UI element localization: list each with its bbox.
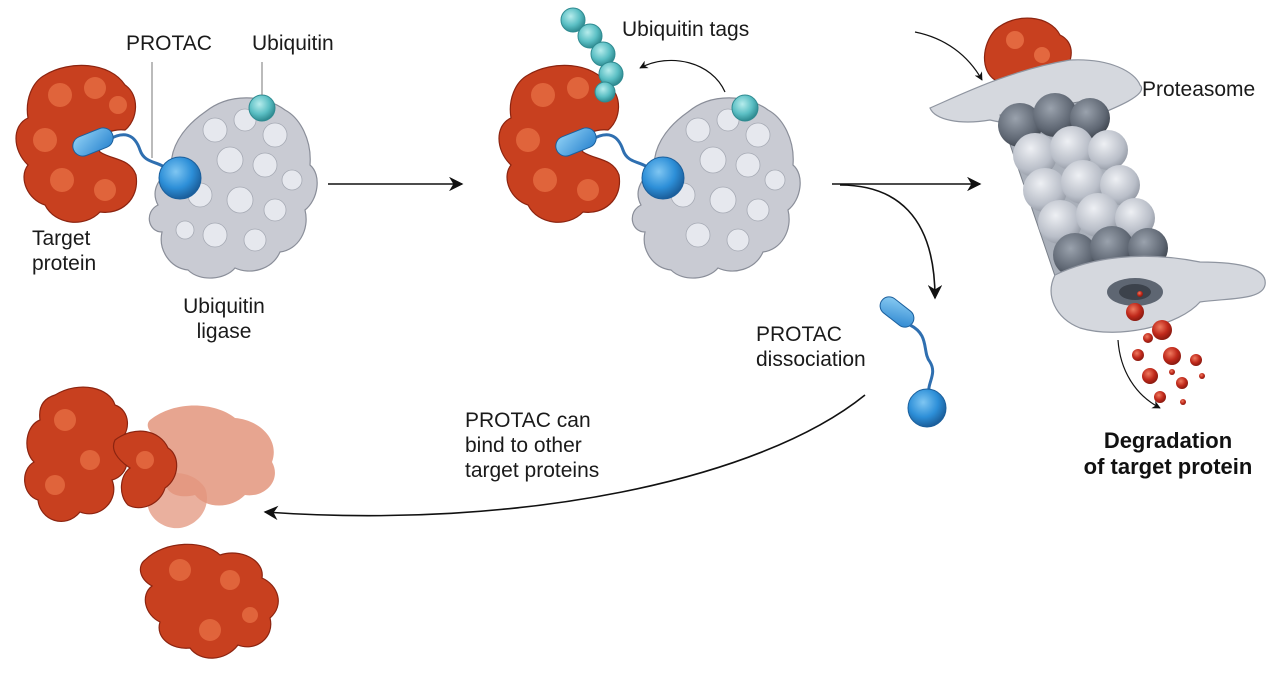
panel-1-ternary-complex: [15, 62, 318, 279]
arrow-into-proteasome: [914, 31, 983, 81]
ubiquitin-tag-chain: [560, 7, 624, 103]
label-target-protein: Target protein: [32, 226, 96, 276]
label-protac-dissociation-line1: PROTAC: [756, 323, 842, 346]
protac-molecule-2: [555, 127, 685, 200]
label-ubiquitin-ligase-line2: ligase: [196, 320, 252, 343]
label-degradation-line2: of target protein: [1083, 454, 1253, 479]
label-protac-dissociation: PROTAC dissociation: [756, 322, 866, 372]
label-target-protein-line2: protein: [32, 252, 97, 275]
label-protac: PROTAC: [126, 32, 212, 55]
panel-2-ubiquitination: [498, 7, 801, 279]
arrow-degradation: [1117, 339, 1161, 409]
ubiquitin-transfer-arrow: [639, 59, 726, 93]
other-target-proteins: [24, 386, 279, 659]
proteasome: [914, 17, 1266, 333]
label-protac-rebind-line1: PROTAC can: [465, 409, 591, 432]
arrow-to-dissociation: [839, 184, 943, 300]
dissociated-protac: [879, 296, 947, 428]
label-ubiquitin-ligase-line1: Ubiquitin: [183, 295, 265, 318]
ubiquitin-sphere-2: [731, 94, 759, 122]
ubiquitin-sphere: [248, 94, 276, 122]
proteasome-subunits: [998, 93, 1168, 277]
arrow-protac-recycle: [263, 394, 866, 521]
label-degradation: Degradation of target protein: [1066, 428, 1270, 480]
protac-molecule: [72, 127, 202, 200]
degraded-peptide-fragments: [1126, 291, 1205, 405]
label-protac-rebind-line2: bind to other: [465, 434, 582, 457]
label-degradation-line1: Degradation: [1103, 428, 1233, 453]
label-ubiquitin-ligase: Ubiquitin ligase: [168, 294, 280, 344]
ubiquitin-ligase-blob: [148, 97, 318, 279]
label-target-protein-line1: Target: [32, 227, 91, 250]
label-ubiquitin: Ubiquitin: [252, 32, 334, 55]
label-protac-rebind-line3: target proteins: [465, 459, 600, 482]
label-protac-dissociation-line2: dissociation: [756, 348, 866, 371]
label-protac-rebind: PROTAC can bind to other target proteins: [465, 408, 599, 483]
label-ubiquitin-tags: Ubiquitin tags: [622, 18, 750, 41]
label-proteasome: Proteasome: [1142, 78, 1256, 101]
